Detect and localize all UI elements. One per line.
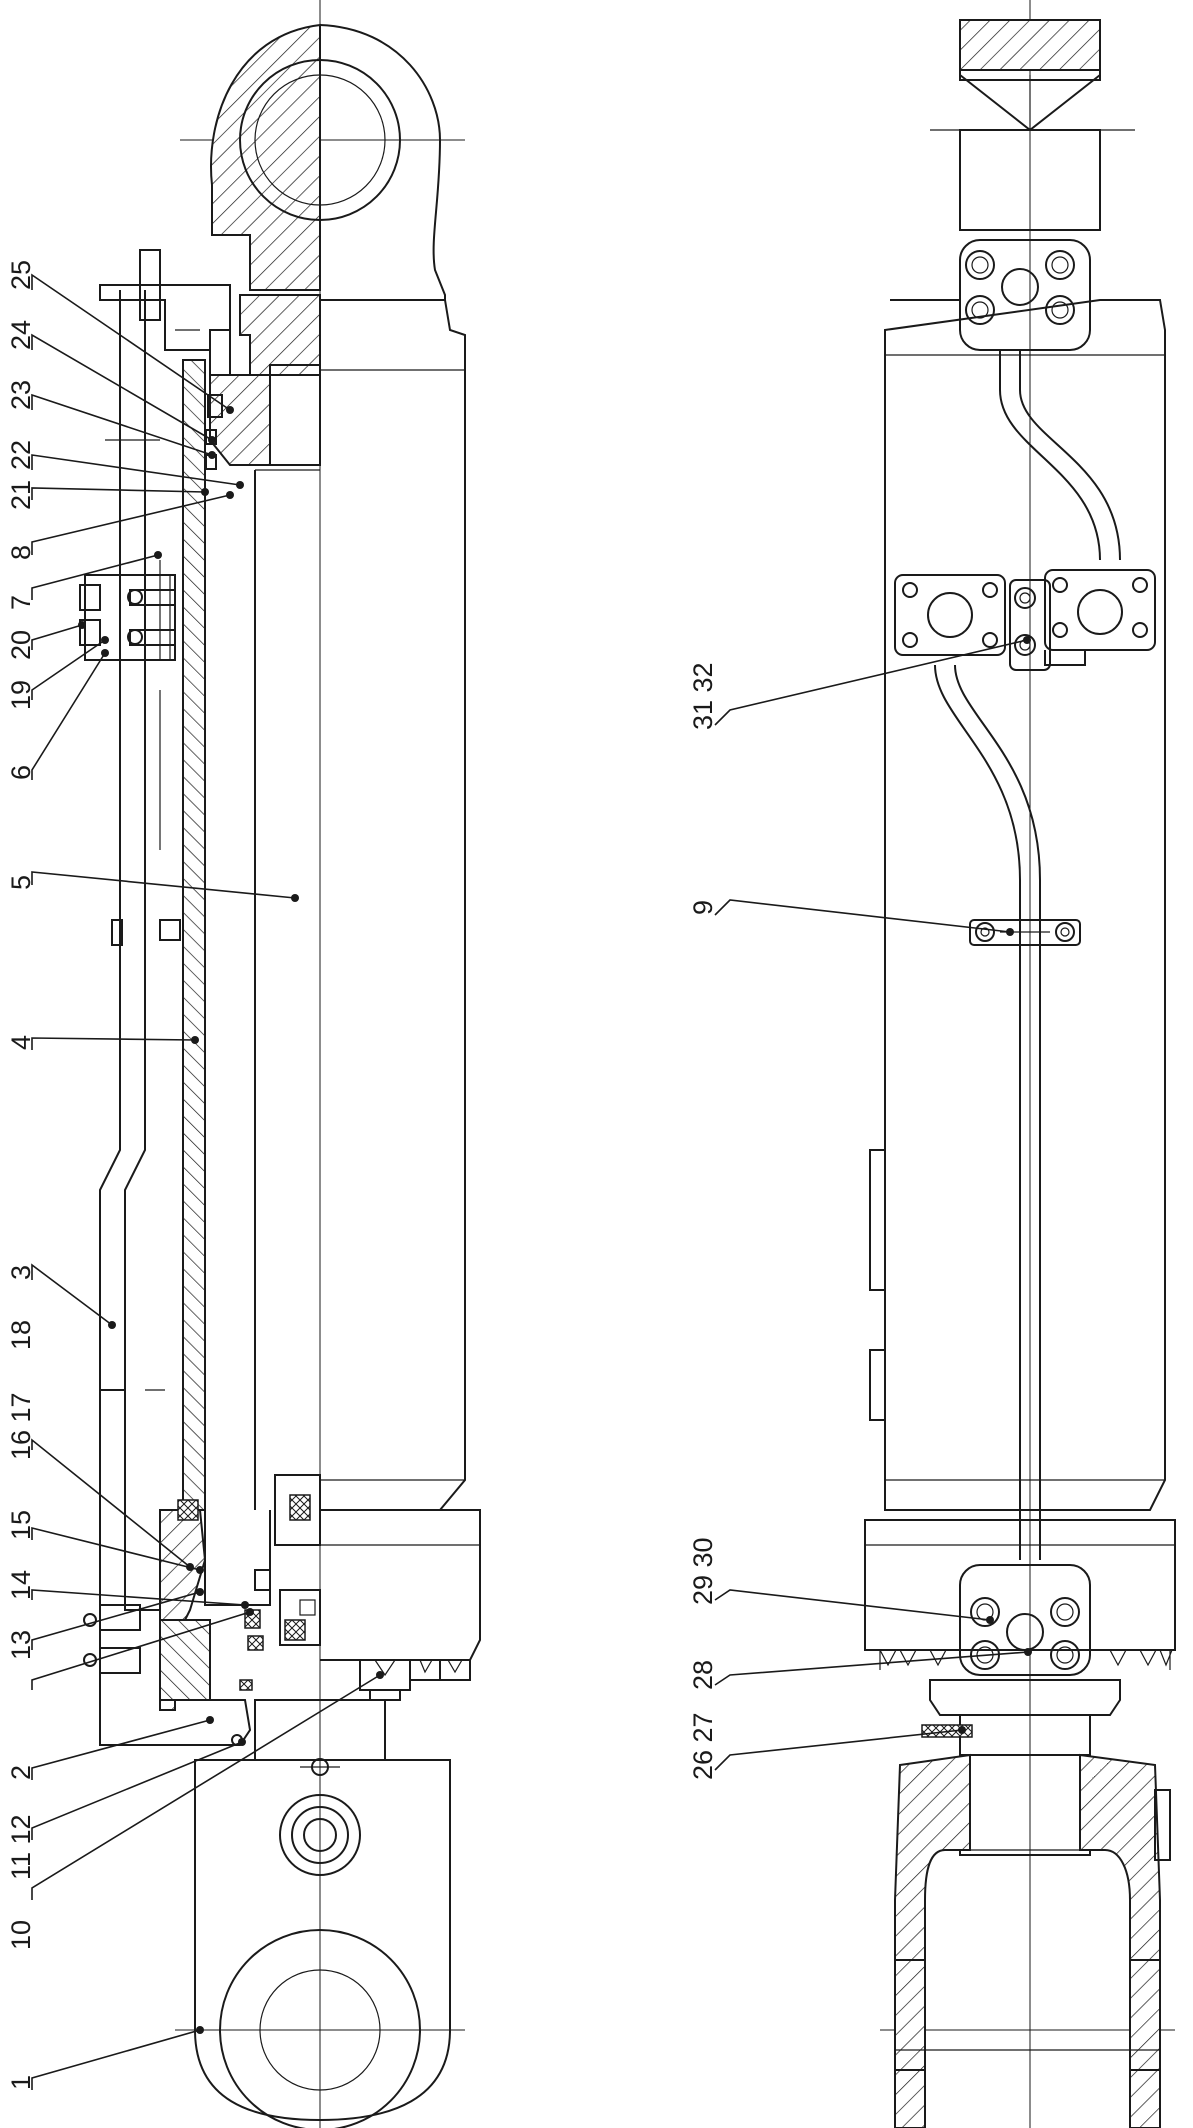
callout-3: 3 <box>6 1265 36 1280</box>
left-leader-dots <box>78 406 384 2034</box>
pipe-lower <box>934 664 1081 1560</box>
pipe-flange-mid <box>79 574 176 661</box>
callout-14: 14 <box>6 1570 36 1600</box>
callout-28: 28 <box>688 1660 718 1690</box>
right-view-exterior: 31 32 9 29 30 28 26 27 <box>688 0 1176 2128</box>
left-view-section: 25 24 23 22 21 8 7 20 19 6 5 4 3 18 16 1… <box>6 0 481 2128</box>
callout-20: 20 <box>6 630 36 660</box>
callout-24: 24 <box>6 320 36 350</box>
callout-22: 22 <box>6 440 36 470</box>
piston-area <box>205 330 271 470</box>
callout-7: 7 <box>6 595 36 610</box>
callout-1: 1 <box>6 2075 36 2090</box>
callout-31-32: 31 32 <box>688 662 718 730</box>
callout-11-12: 11 12 <box>6 1814 36 1880</box>
callout-29-30: 29 30 <box>688 1537 718 1605</box>
callout-18: 18 <box>6 1320 36 1350</box>
right-head <box>864 1519 1176 1676</box>
callout-10: 10 <box>6 1920 36 1950</box>
oil-pipe-left <box>99 249 231 1391</box>
callout-23: 23 <box>6 380 36 410</box>
bottom-rod-eye <box>194 1758 451 2128</box>
right-barrel <box>869 299 1166 1511</box>
callout-6: 6 <box>6 765 36 780</box>
callout-19: 19 <box>6 680 36 710</box>
right-leader-lines <box>714 636 1032 1771</box>
callout-13: 13 <box>6 1630 36 1660</box>
pipe-mid-flanges <box>894 569 1156 671</box>
callout-9: 9 <box>688 900 718 915</box>
top-manifold <box>959 239 1091 351</box>
right-rod-end <box>894 1679 1171 2128</box>
left-leader-lines <box>31 273 381 2090</box>
top-eye-bracket <box>210 23 446 466</box>
callout-4: 4 <box>6 1035 36 1050</box>
cylinder-head-gland <box>83 1389 481 1746</box>
callout-15: 15 <box>6 1510 36 1540</box>
callout-8: 8 <box>6 545 36 560</box>
callout-26-27: 26 27 <box>688 1712 718 1780</box>
cylinder-barrel <box>182 299 466 1511</box>
callout-5: 5 <box>6 875 36 890</box>
callout-16-17: 16 17 <box>6 1392 36 1460</box>
callout-25: 25 <box>6 260 36 290</box>
callout-2: 2 <box>6 1765 36 1780</box>
pipe-upper <box>999 350 1121 561</box>
callout-21: 21 <box>6 480 36 510</box>
top-mount-block <box>930 19 1135 231</box>
